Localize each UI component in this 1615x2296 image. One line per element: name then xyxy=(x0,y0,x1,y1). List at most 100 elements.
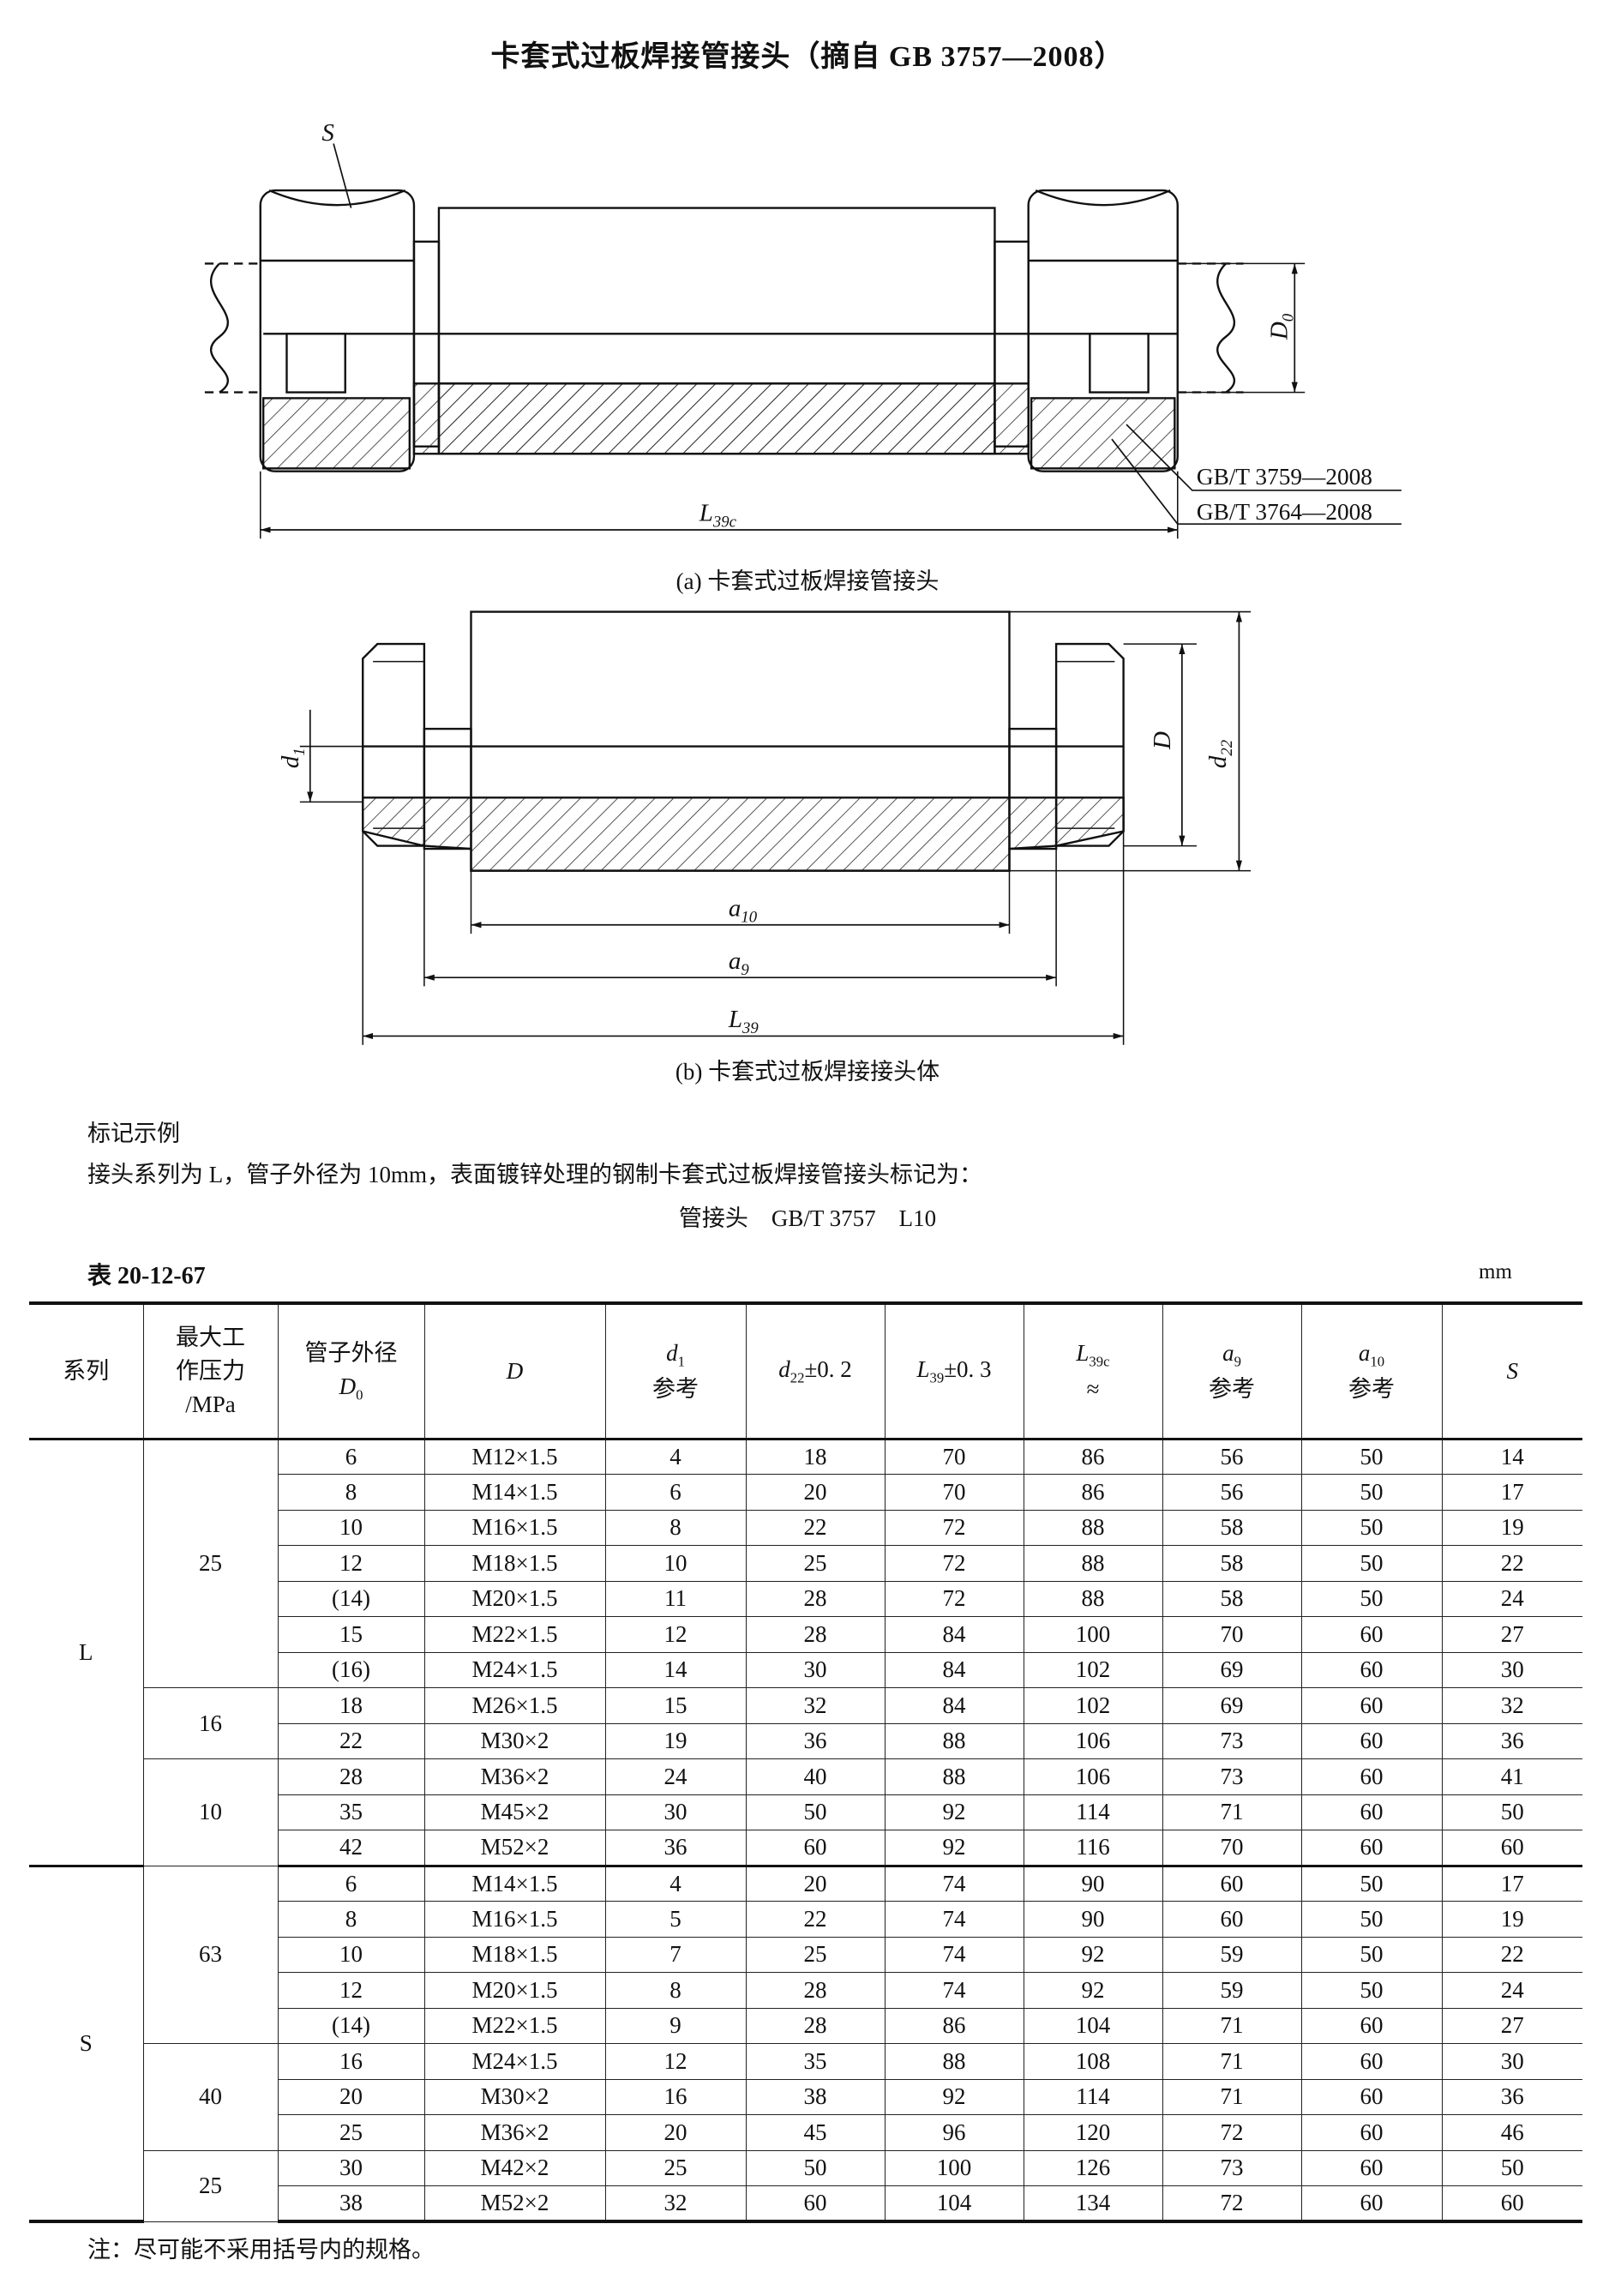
cell-a10: 60 xyxy=(1300,1616,1443,1653)
cell-a10: 60 xyxy=(1300,2185,1443,2223)
cell-a10: 50 xyxy=(1300,1438,1443,1475)
cell-d22: 45 xyxy=(745,2114,886,2151)
cell-l39c: 88 xyxy=(1023,1509,1163,1546)
cell-d1: 6 xyxy=(604,1474,747,1511)
cell-D: M20×1.5 xyxy=(423,1972,606,2009)
cell-l39: 88 xyxy=(884,1758,1024,1795)
cell-a9: 73 xyxy=(1162,1722,1302,1759)
cell-l39: 74 xyxy=(884,1865,1024,1902)
cell-l39c: 92 xyxy=(1023,1972,1163,2009)
cell-d0: (14) xyxy=(278,1580,425,1617)
cell-d0: 15 xyxy=(278,1616,425,1653)
cell-d1: 24 xyxy=(604,1758,747,1795)
cell-a10: 50 xyxy=(1300,1474,1443,1511)
cell-l39: 72 xyxy=(884,1509,1024,1546)
cell-s: 36 xyxy=(1441,2078,1582,2115)
cell-D: M52×2 xyxy=(423,2185,606,2223)
cell-d1: 25 xyxy=(604,2149,747,2186)
cell-a10: 60 xyxy=(1300,2007,1443,2044)
cell-a10: 50 xyxy=(1300,1545,1443,1582)
cell-a9: 60 xyxy=(1162,1865,1302,1902)
cell-l39c: 106 xyxy=(1023,1722,1163,1759)
cell-l39: 92 xyxy=(884,1830,1024,1867)
cell-D: M16×1.5 xyxy=(423,1509,606,1546)
cell-d1: 12 xyxy=(604,1616,747,1653)
label-a10: a10 xyxy=(729,895,758,927)
cell-D: M18×1.5 xyxy=(423,1936,606,1973)
cell-pressure: 16 xyxy=(143,1687,279,1759)
page-title: 卡套式过板焊接管接头（摘自 GB 3757—2008） xyxy=(490,41,1125,73)
cell-l39c: 90 xyxy=(1023,1865,1163,1902)
cell-d0: 12 xyxy=(278,1972,425,2009)
header-series: 系列 xyxy=(29,1301,144,1440)
cell-D: M30×2 xyxy=(423,2078,606,2115)
cell-s: 19 xyxy=(1441,1509,1582,1546)
cell-d22: 25 xyxy=(745,1936,886,1973)
cell-a10: 60 xyxy=(1300,1687,1443,1724)
cell-l39: 84 xyxy=(884,1651,1024,1688)
cell-d0: 42 xyxy=(278,1830,425,1867)
cell-l39: 72 xyxy=(884,1545,1024,1582)
cell-D: M12×1.5 xyxy=(423,1438,606,1475)
cell-a10: 50 xyxy=(1300,1580,1443,1617)
cell-a9: 56 xyxy=(1162,1438,1302,1475)
cell-D: M14×1.5 xyxy=(423,1865,606,1902)
cell-l39c: 120 xyxy=(1023,2114,1163,2151)
cell-d22: 35 xyxy=(745,2043,886,2080)
cell-l39: 88 xyxy=(884,2043,1024,2080)
figure-b-caption: (b) 卡套式过板焊接接头体 xyxy=(675,1059,940,1085)
table-number: 表 20-12-67 xyxy=(87,1263,206,1289)
cell-D: M20×1.5 xyxy=(423,1580,606,1617)
cell-d0: 38 xyxy=(278,2185,425,2223)
label-gbt3764: GB/T 3764—2008 xyxy=(1197,499,1372,525)
cell-d0: 35 xyxy=(278,1794,425,1830)
cell-d0: 6 xyxy=(277,1865,425,1902)
cell-a9: 70 xyxy=(1162,1830,1302,1867)
cell-a9: 71 xyxy=(1162,2078,1302,2115)
cell-s: 24 xyxy=(1441,1580,1582,1617)
cell-l39: 74 xyxy=(884,1936,1024,1973)
cell-d0: 6 xyxy=(277,1438,425,1475)
cell-s: 14 xyxy=(1441,1438,1582,1475)
cell-d22: 30 xyxy=(745,1651,886,1688)
cell-a10: 60 xyxy=(1300,1794,1443,1830)
label-D: D xyxy=(1149,731,1176,750)
header-l39c: L39c≈ xyxy=(1023,1301,1163,1440)
cell-D: M45×2 xyxy=(423,1794,606,1830)
table-unit: mm xyxy=(1479,1260,1512,1283)
cell-D: M22×1.5 xyxy=(423,1616,606,1653)
cell-a9: 69 xyxy=(1162,1687,1302,1724)
cell-l39: 100 xyxy=(884,2149,1024,2186)
cell-d0: (14) xyxy=(278,2007,425,2044)
cell-D: M18×1.5 xyxy=(423,1545,606,1582)
cell-s: 32 xyxy=(1441,1687,1582,1724)
cell-d1: 8 xyxy=(604,1509,747,1546)
cell-a9: 58 xyxy=(1162,1545,1302,1582)
cell-d0: 16 xyxy=(277,2043,425,2080)
header-d22: d22±0. 2 xyxy=(745,1301,886,1440)
cell-l39: 88 xyxy=(884,1722,1024,1759)
cell-d1: 5 xyxy=(604,1901,747,1938)
cell-l39: 92 xyxy=(884,1794,1024,1830)
cell-d0: 10 xyxy=(278,1936,425,1973)
cell-d1: 8 xyxy=(604,1972,747,2009)
marking-heading: 标记示例 xyxy=(87,1121,180,1146)
cell-l39c: 106 xyxy=(1023,1758,1163,1795)
label-l39c: L39c xyxy=(699,500,737,532)
cell-d1: 20 xyxy=(604,2114,747,2151)
cell-d22: 28 xyxy=(745,2007,886,2044)
cell-a10: 50 xyxy=(1300,1865,1443,1902)
label-d22: d22 xyxy=(1204,740,1236,768)
cell-d22: 60 xyxy=(745,2185,886,2223)
label-l39: L39 xyxy=(728,1006,759,1037)
cell-d0: 12 xyxy=(278,1545,425,1582)
left-pipe xyxy=(204,262,261,394)
